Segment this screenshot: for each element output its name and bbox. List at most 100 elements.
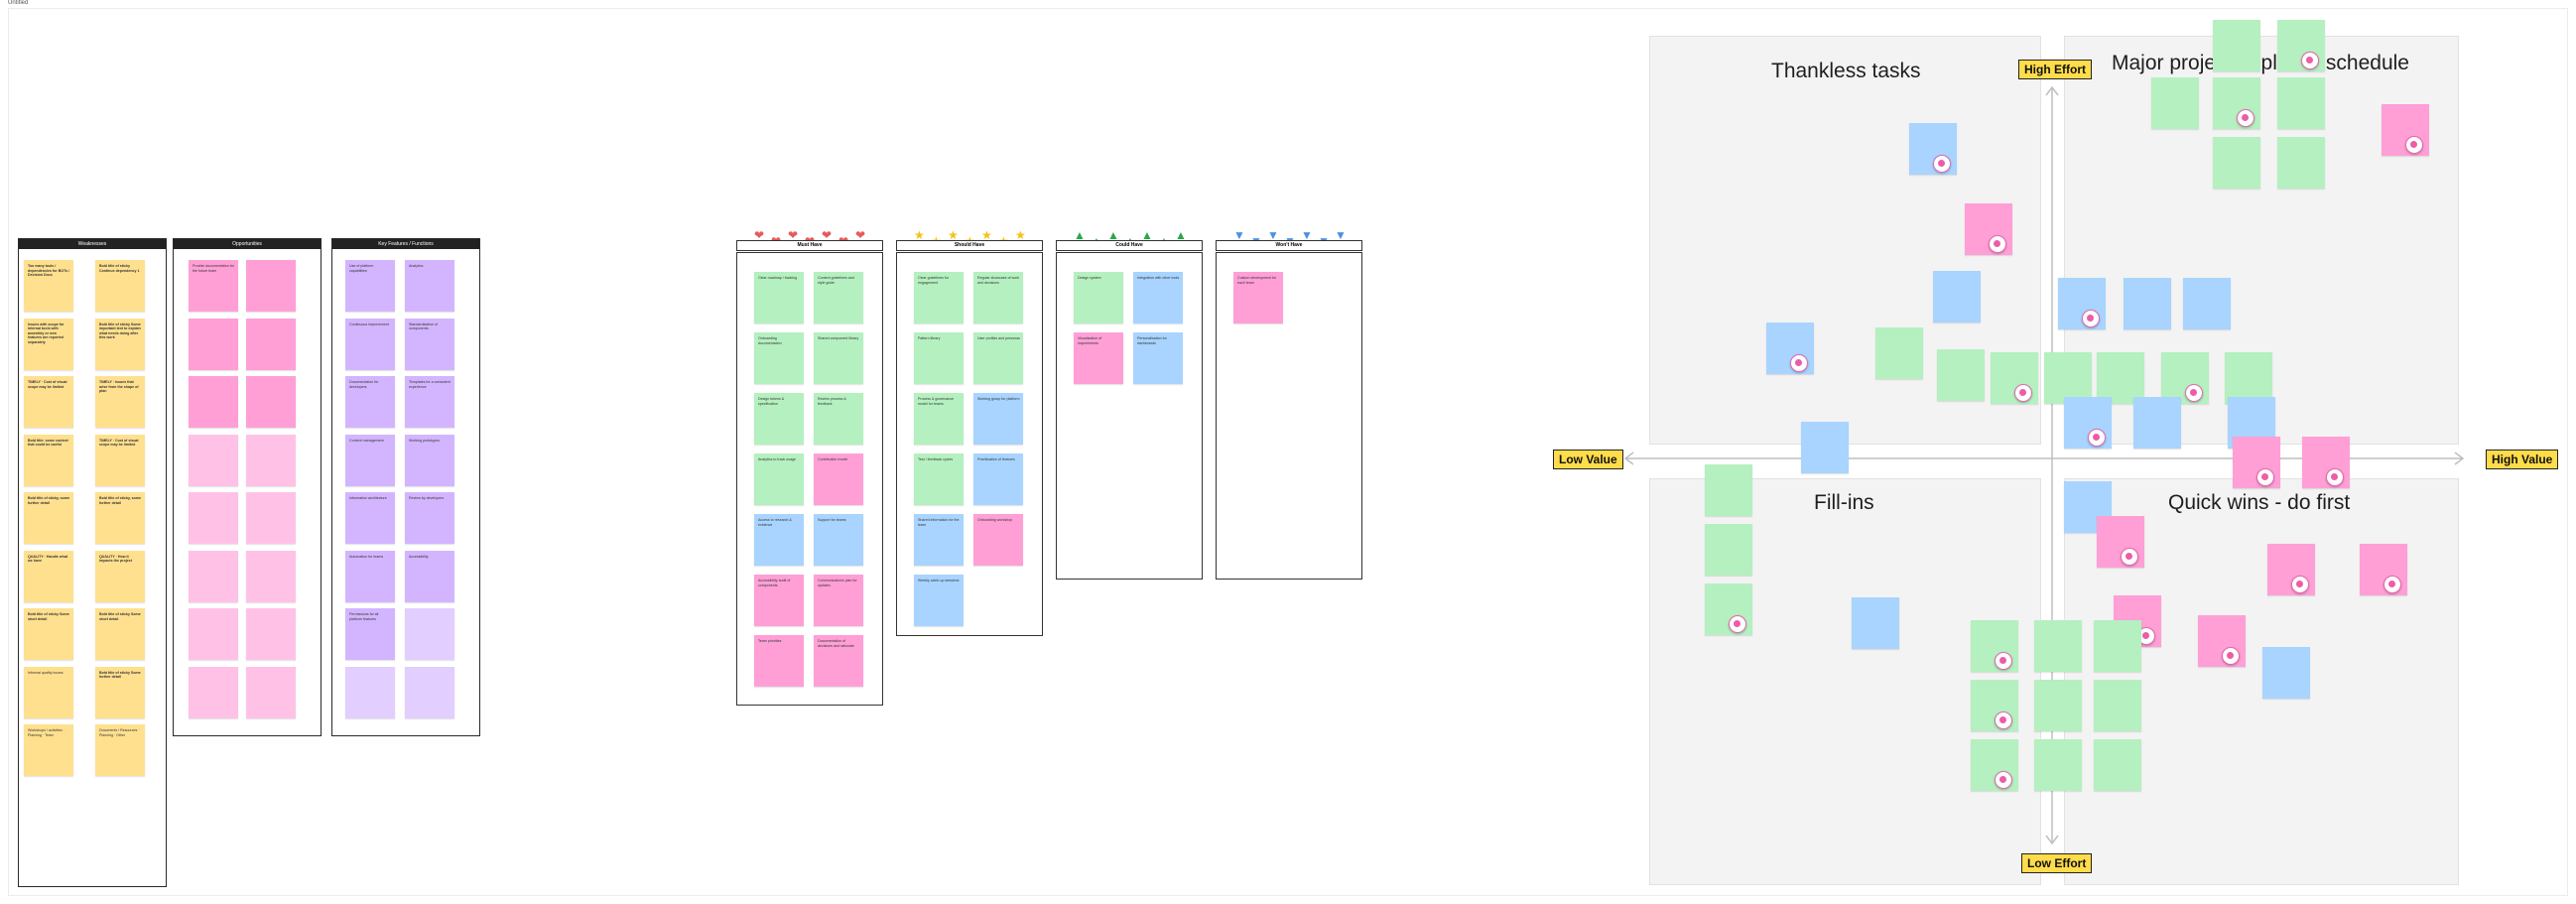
column-note[interactable] [189, 550, 238, 602]
column-note[interactable] [246, 318, 296, 370]
column-note[interactable]: Standardisation of components [405, 318, 454, 370]
moscow-note[interactable]: Team priorities [754, 635, 804, 687]
moscow-note[interactable]: Working group for platform [973, 393, 1023, 445]
matrix-note[interactable] [2277, 77, 2325, 129]
column-note[interactable] [246, 492, 296, 544]
moscow-note[interactable]: Design tokens & specification [754, 393, 804, 445]
column-note[interactable] [246, 608, 296, 660]
moscow-note[interactable]: Documentation of decisions and rationale [814, 635, 863, 687]
column-note[interactable]: Accessibility [405, 550, 454, 602]
matrix-note[interactable] [1933, 271, 1981, 323]
moscow-note[interactable]: Communications plan for updates [814, 575, 863, 626]
column-note[interactable]: TIMELY · Cost of visual scope may be lim… [24, 376, 73, 428]
column-note[interactable]: Bold title of sticky, some further detai… [95, 492, 145, 544]
moscow-note[interactable]: Access to research & evidence [754, 514, 804, 566]
column-note[interactable]: Information architecture [345, 492, 395, 544]
column-note[interactable] [246, 550, 296, 602]
moscow-note[interactable]: Accessibility audit of components [754, 575, 804, 626]
column-note[interactable]: Documents / Resources · Planning · Other [95, 724, 145, 776]
column-note[interactable]: QUALITY · How it impacts the project [95, 550, 145, 602]
matrix-note[interactable] [2034, 680, 2082, 731]
matrix-note[interactable] [1937, 349, 1985, 401]
matrix-note[interactable] [2262, 647, 2310, 699]
matrix-note[interactable] [2133, 397, 2181, 449]
moscow-note[interactable]: Prioritisation of features [973, 453, 1023, 505]
moscow-note[interactable]: Analytics to track usage [754, 453, 804, 505]
column-note[interactable]: Bold title of sticky Some short detail [24, 608, 73, 660]
matrix-note[interactable] [2094, 739, 2141, 791]
column-note[interactable]: Provide documentation for the future tea… [189, 260, 238, 312]
column-note[interactable] [246, 376, 296, 428]
moscow-note[interactable]: Design system [1074, 272, 1123, 323]
column-note[interactable]: Bold title: some context that could be u… [24, 434, 73, 486]
column-note[interactable]: Analytics [405, 260, 454, 312]
moscow-note[interactable]: Clear guidelines for engagement [914, 272, 964, 323]
column-note[interactable]: QUALITY · Handle what we have [24, 550, 73, 602]
matrix-note[interactable] [2151, 77, 2199, 129]
moscow-note[interactable]: Content guidelines and style guide [814, 272, 863, 323]
moscow-note[interactable]: Custom development for each team [1233, 272, 1283, 323]
column-note[interactable]: Too many tools / dependencies for BOTs /… [24, 260, 73, 312]
matrix-note[interactable] [2124, 278, 2171, 329]
column-note[interactable] [189, 492, 238, 544]
moscow-note[interactable]: Regular showcase of work and decisions [973, 272, 1023, 323]
moscow-note[interactable]: Review process & feedback [814, 393, 863, 445]
matrix-note[interactable] [2094, 680, 2141, 731]
moscow-note[interactable]: Personalisation for dashboards [1133, 332, 1183, 384]
matrix-note[interactable] [2225, 352, 2272, 404]
column-note[interactable]: Continuous improvement [345, 318, 395, 370]
column-note[interactable]: TIMELY · Cost of visual scope may be lim… [95, 434, 145, 486]
column-note[interactable]: TIMELY · Issues that arise from the shap… [95, 376, 145, 428]
column-note[interactable] [246, 666, 296, 718]
column-note[interactable] [405, 666, 454, 718]
matrix-note[interactable] [1852, 597, 1899, 649]
moscow-note[interactable]: Onboarding documentation [754, 332, 804, 384]
column-note[interactable] [405, 608, 454, 660]
column-note[interactable]: Informal quality issues [24, 666, 73, 718]
column-note[interactable]: Permissions for all platform features [345, 608, 395, 660]
column-note[interactable]: Bold title of sticky Some important text… [95, 318, 145, 370]
matrix-note[interactable] [2034, 739, 2082, 791]
moscow-note[interactable]: Test / feedback cycles [914, 453, 964, 505]
column-note[interactable] [189, 318, 238, 370]
moscow-note[interactable]: Shared information for the team [914, 514, 964, 566]
moscow-note[interactable]: Contribution model [814, 453, 863, 505]
moscow-note[interactable]: Onboarding workshop [973, 514, 1023, 566]
column-note[interactable]: Review by developers [405, 492, 454, 544]
column-note[interactable] [189, 376, 238, 428]
column-note[interactable]: Documentation for developers [345, 376, 395, 428]
column-note[interactable]: Workshops / activities · Planning · Team [24, 724, 73, 776]
moscow-note[interactable]: Process & governance model for teams [914, 393, 964, 445]
moscow-note[interactable]: Visualisation of requirements [1074, 332, 1123, 384]
column-note[interactable] [189, 608, 238, 660]
matrix-note[interactable] [2097, 352, 2144, 404]
matrix-note[interactable] [2277, 137, 2325, 189]
column-note[interactable] [345, 666, 395, 718]
column-note[interactable]: Content management [345, 434, 395, 486]
matrix-note[interactable] [2183, 278, 2231, 329]
column-note[interactable]: Automation for teams [345, 550, 395, 602]
column-note[interactable] [246, 434, 296, 486]
column-note[interactable] [246, 260, 296, 312]
moscow-note[interactable]: Support for teams [814, 514, 863, 566]
matrix-note[interactable] [2213, 137, 2260, 189]
column-note[interactable]: Issues with scope for internal tools wit… [24, 318, 73, 370]
column-note[interactable] [189, 434, 238, 486]
matrix-note[interactable] [1801, 422, 1849, 473]
column-note[interactable]: Bold title of sticky, some further detai… [24, 492, 73, 544]
column-note[interactable] [189, 666, 238, 718]
matrix-note[interactable] [2094, 620, 2141, 672]
column-note[interactable]: Bold title of sticky Some short detail [95, 608, 145, 660]
matrix-note[interactable] [2044, 352, 2092, 404]
matrix-note[interactable] [1875, 327, 1923, 379]
moscow-note[interactable]: Integration with other tools [1133, 272, 1183, 323]
column-note[interactable]: Templates for a consistent experience [405, 376, 454, 428]
matrix-note[interactable] [1705, 464, 1752, 516]
column-note[interactable]: Bold title of sticky Some further detail [95, 666, 145, 718]
matrix-note[interactable] [2034, 620, 2082, 672]
moscow-note[interactable]: User profiles and personas [973, 332, 1023, 384]
moscow-note[interactable]: Pattern library [914, 332, 964, 384]
matrix-note[interactable] [2213, 20, 2260, 71]
moscow-note[interactable]: Clear roadmap / backlog [754, 272, 804, 323]
column-note[interactable]: Use of platform capabilities [345, 260, 395, 312]
